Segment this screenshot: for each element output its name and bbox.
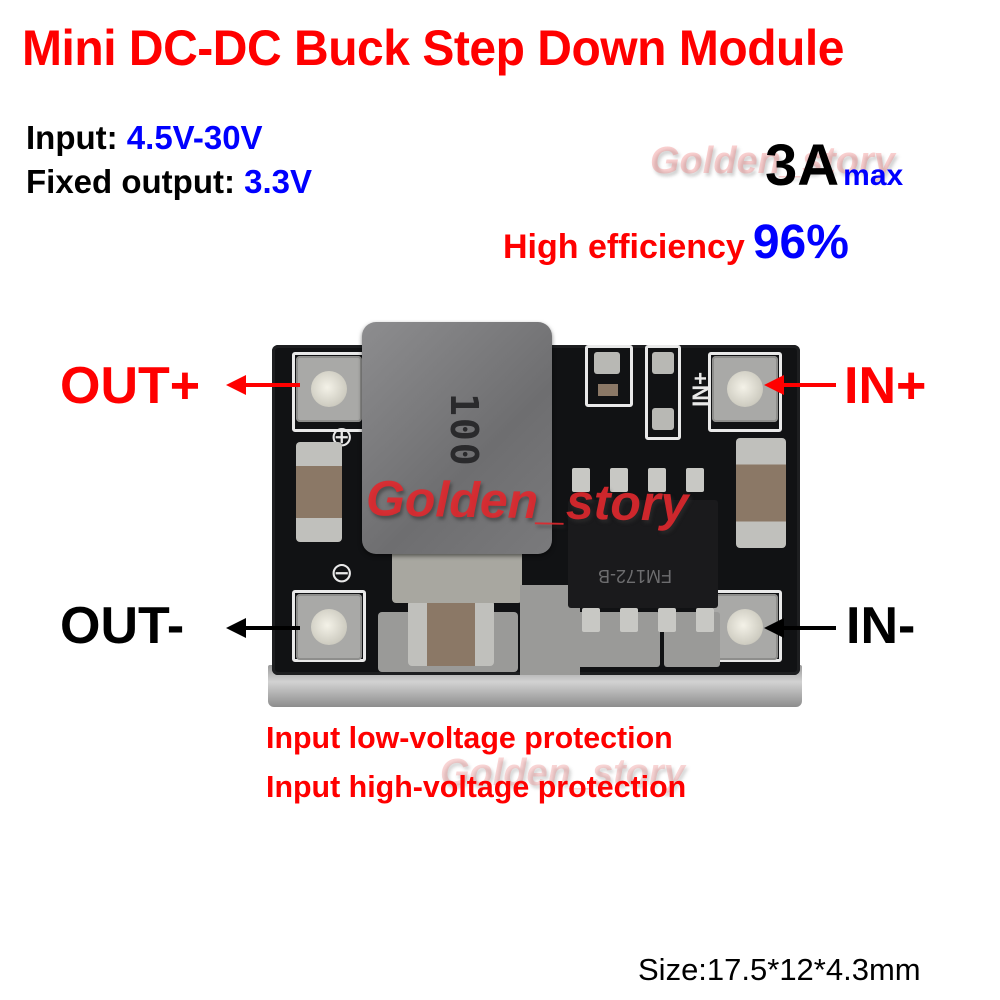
size-text: Size:17.5*12*4.3mm xyxy=(638,952,921,987)
arrow-left-icon xyxy=(226,375,300,395)
label-out-minus: OUT- xyxy=(60,597,185,655)
ic-pin xyxy=(610,468,628,492)
silk-in-plus: IN+ xyxy=(688,372,713,407)
arrow-left-icon xyxy=(780,626,836,630)
ic-pin xyxy=(620,608,638,632)
smd-pad xyxy=(652,352,674,374)
watermark-center: Golden_story xyxy=(365,470,689,532)
input-value: 4.5V-30V xyxy=(126,119,263,156)
output-label: Fixed output: xyxy=(26,163,235,200)
smd-pad xyxy=(594,352,620,374)
inductor-marking: 100 xyxy=(442,392,486,468)
efficiency-label: High efficiency xyxy=(503,228,745,266)
pad-hole xyxy=(311,371,347,407)
pad-hole xyxy=(727,609,763,645)
pad-out-plus xyxy=(296,356,362,422)
ic-pin xyxy=(658,608,676,632)
protection-high-voltage: Input high-voltage protection xyxy=(266,769,687,804)
silk-outline xyxy=(585,345,633,407)
pad-hole xyxy=(311,609,347,645)
smd-pad xyxy=(652,408,674,430)
product-title: Mini DC-DC Buck Step Down Module xyxy=(22,20,844,76)
smd-resistor xyxy=(598,384,618,396)
ic-pin xyxy=(572,468,590,492)
output-value: 3.3V xyxy=(244,163,313,200)
watermark-top: Golden_story xyxy=(650,140,895,182)
pad-out-minus xyxy=(296,594,362,660)
ic-pin xyxy=(696,608,714,632)
capacitor xyxy=(408,600,494,666)
ic-pin xyxy=(686,468,704,492)
silk-minus-symbol: ⊖ xyxy=(330,557,354,588)
current-value: 3A xyxy=(765,133,840,198)
arrow-left-icon xyxy=(780,383,836,387)
current-suffix: max xyxy=(843,159,904,192)
diode-pad xyxy=(392,545,522,603)
protection-low-voltage: Input low-voltage protection xyxy=(266,720,673,755)
ic-pin xyxy=(582,608,600,632)
silk-outline xyxy=(645,345,681,440)
label-in-minus: IN- xyxy=(846,597,916,655)
label-out-plus: OUT+ xyxy=(60,357,201,415)
input-label: Input: xyxy=(26,119,118,156)
output-spec: Fixed output: 3.3V xyxy=(26,164,312,200)
watermark-bottom: Golden_story xyxy=(440,752,685,794)
efficiency-value: 96% xyxy=(752,216,849,269)
ic-chip xyxy=(568,500,718,608)
ic-marking: FM172-B xyxy=(598,566,673,586)
pad-hole xyxy=(727,371,763,407)
ic-pin xyxy=(648,468,666,492)
inductor xyxy=(362,322,552,554)
input-spec: Input: 4.5V-30V xyxy=(26,120,263,156)
label-in-plus: IN+ xyxy=(844,357,927,415)
capacitor xyxy=(296,442,342,542)
arrow-left-icon xyxy=(226,618,300,638)
capacitor xyxy=(736,438,786,548)
